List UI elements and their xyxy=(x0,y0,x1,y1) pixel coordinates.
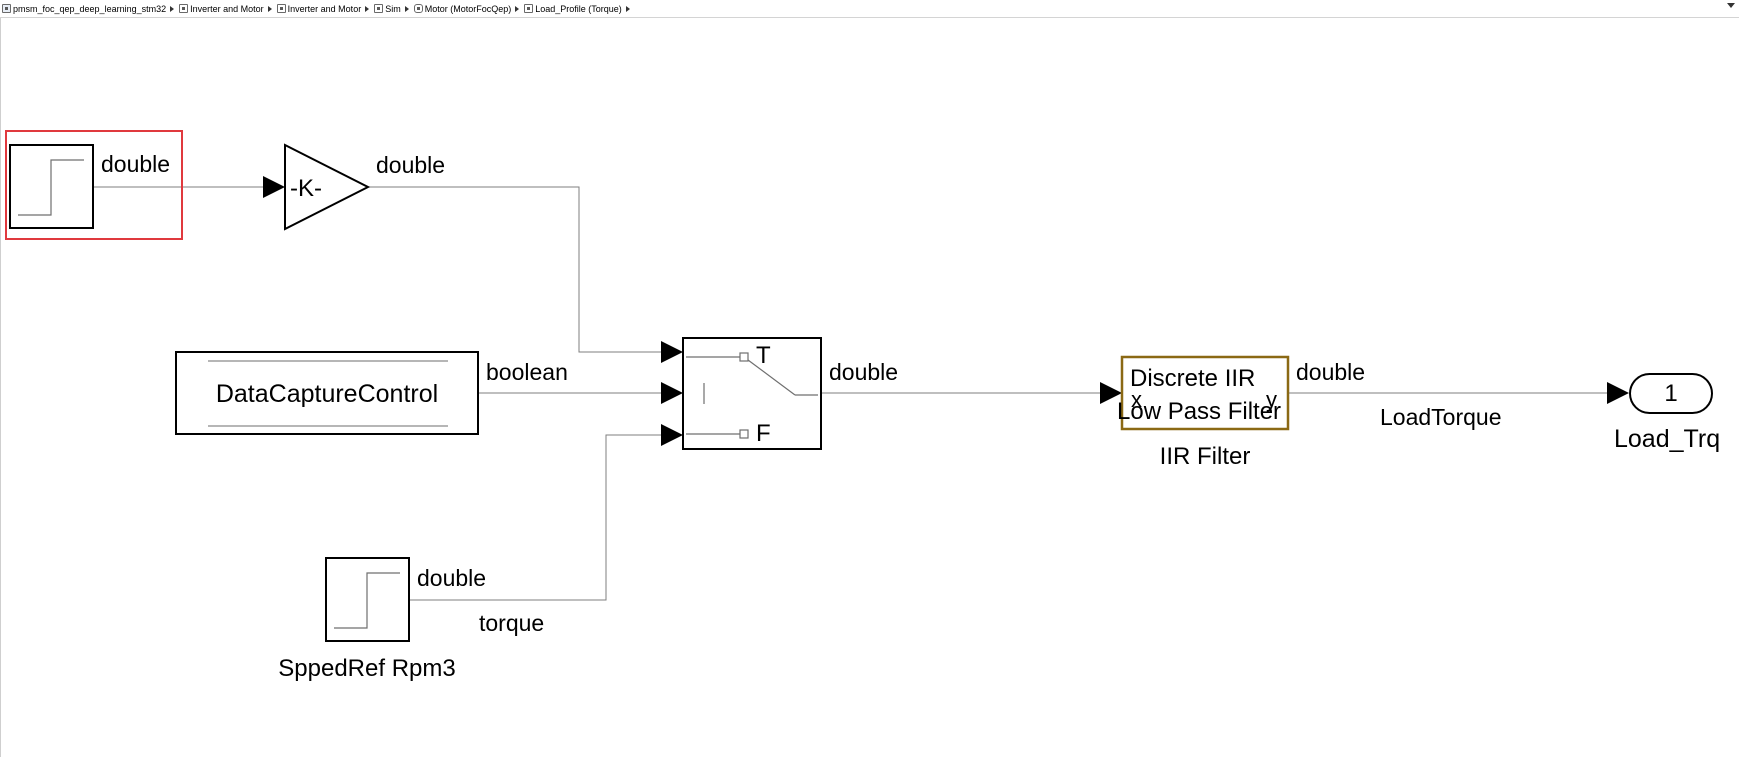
switch-icon xyxy=(686,352,818,439)
gain-label: -K- xyxy=(290,175,322,202)
arrowheads xyxy=(263,176,1629,446)
step-icon xyxy=(334,572,400,629)
switch-true-label: T xyxy=(756,342,771,369)
breadcrumb: pmsm_foc_qep_deep_learning_stm32 Inverte… xyxy=(0,0,1739,18)
step-block-2[interactable] xyxy=(325,557,410,642)
iir-filter-block-body[interactable] xyxy=(1120,355,1290,431)
breadcrumb-label: Inverter and Motor xyxy=(287,3,362,14)
iir-input-port-label: x xyxy=(1131,387,1142,412)
chevron-down-icon[interactable] xyxy=(1727,3,1735,8)
step-block-2-name[interactable]: SppedRef Rpm3 xyxy=(278,655,455,682)
subsystem-icon xyxy=(374,4,384,13)
outport-number: 1 xyxy=(1664,380,1677,407)
iir-filter-name[interactable]: IIR Filter xyxy=(1160,443,1251,470)
signal-type-label-step1: double xyxy=(101,151,170,177)
arrow-icon xyxy=(661,424,683,446)
switch-false-label: F xyxy=(756,420,771,447)
breadcrumb-arrow-icon xyxy=(625,5,630,12)
breadcrumb-label: Inverter and Motor xyxy=(190,3,264,14)
outport-block-body[interactable] xyxy=(1629,373,1713,414)
signal-name-label-torque: torque xyxy=(479,610,544,636)
gain-block[interactable]: -K- xyxy=(284,143,371,231)
breadcrumb-arrow-icon xyxy=(515,5,520,12)
iir-filter-block[interactable]: Discrete IIR Low Pass Filter x y xyxy=(1117,355,1290,431)
signal-type-label-iir: double xyxy=(1296,359,1365,385)
gain-block-body[interactable] xyxy=(284,143,371,231)
iir-output-port-label: y xyxy=(1266,387,1277,412)
breadcrumb-label: Sim xyxy=(385,3,401,14)
step-icon xyxy=(18,159,84,216)
breadcrumb-item-model[interactable]: pmsm_foc_qep_deep_learning_stm32 xyxy=(2,4,166,14)
signal-line-step2-to-switch[interactable] xyxy=(409,434,663,601)
outport-name[interactable]: Load_Trq xyxy=(1614,425,1720,453)
arrow-icon xyxy=(661,341,683,363)
signal-name-label-loadtorque: LoadTorque xyxy=(1380,404,1502,430)
signal-line-gain-to-switch[interactable] xyxy=(368,186,663,353)
subsystem-icon xyxy=(179,4,189,13)
breadcrumb-item-inverter-motor-2[interactable]: Inverter and Motor xyxy=(276,3,362,14)
breadcrumb-label: Load_Profile (Torque) xyxy=(535,3,622,14)
breadcrumb-item-load-profile[interactable]: Load_Profile (Torque) xyxy=(524,4,622,14)
iir-label-line2: Low Pass Filter xyxy=(1117,398,1281,425)
breadcrumb-item-inverter-motor[interactable]: Inverter and Motor xyxy=(179,4,264,14)
selection-highlight xyxy=(5,130,183,240)
signal-type-label-switch: double xyxy=(829,359,898,385)
breadcrumb-arrow-icon xyxy=(267,5,272,12)
signal-type-label-gain: double xyxy=(376,152,445,178)
iir-label-line1: Discrete IIR xyxy=(1130,365,1255,392)
canvas-border xyxy=(0,18,1,757)
datacapture-label: DataCaptureControl xyxy=(216,380,438,408)
breadcrumb-arrow-icon xyxy=(170,5,175,12)
subsystem-icon xyxy=(276,4,286,13)
breadcrumb-label: pmsm_foc_qep_deep_learning_stm32 xyxy=(13,3,167,14)
arrow-icon xyxy=(1100,382,1122,404)
signal-type-label-datacapture: boolean xyxy=(486,359,568,385)
model-icon xyxy=(2,4,11,13)
datacapture-block-body[interactable] xyxy=(175,351,479,435)
breadcrumb-label: Motor (MotorFocQep) xyxy=(424,3,512,14)
arrow-icon xyxy=(661,382,683,404)
breadcrumb-arrow-icon xyxy=(365,5,370,12)
datacapture-block[interactable]: DataCaptureControl xyxy=(175,351,479,435)
model-reference-icon xyxy=(413,4,423,13)
signal-lines xyxy=(93,186,1609,601)
switch-block[interactable]: T F xyxy=(682,337,822,450)
signal-type-label-step2: double xyxy=(417,565,486,591)
breadcrumb-arrow-icon xyxy=(404,5,409,12)
arrow-icon xyxy=(263,176,285,198)
breadcrumb-item-motor[interactable]: Motor (MotorFocQep) xyxy=(413,3,512,14)
breadcrumb-item-sim[interactable]: Sim xyxy=(374,4,401,14)
arrow-icon xyxy=(1607,382,1629,404)
outport-block[interactable]: 1 xyxy=(1629,373,1713,414)
step-block-1[interactable] xyxy=(5,130,183,240)
subsystem-icon xyxy=(524,4,534,13)
